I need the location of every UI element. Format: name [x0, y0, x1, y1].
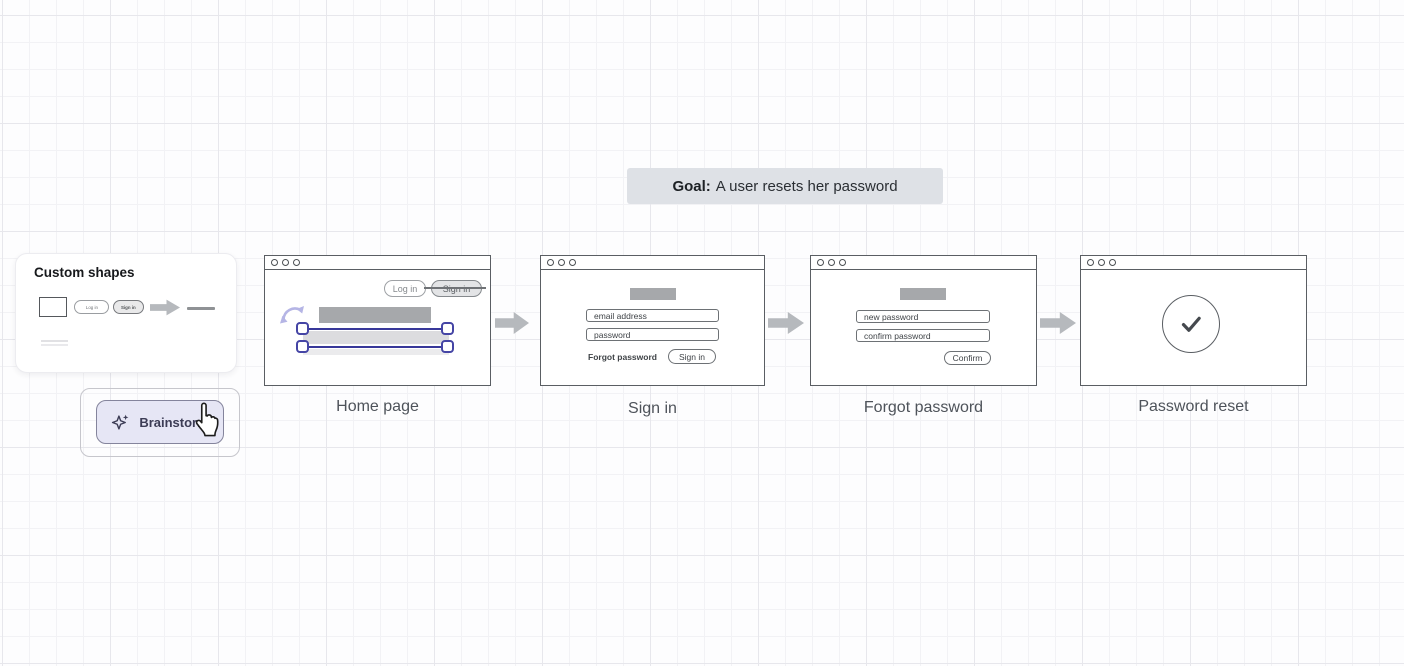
window-titlebar: [811, 256, 1036, 270]
wireframe-heading-placeholder[interactable]: [319, 307, 431, 323]
shape-text-bar[interactable]: [41, 340, 68, 342]
wireframe-confirm-submit[interactable]: Confirm: [944, 351, 991, 365]
selected-line-shape[interactable]: [303, 346, 449, 349]
wireframe-confirm-password-input[interactable]: confirm password: [856, 329, 990, 342]
flow-arrow-icon[interactable]: [768, 311, 804, 335]
flow-arrow-icon[interactable]: [1040, 311, 1076, 335]
wireframe-signin-submit[interactable]: Sign in: [668, 349, 716, 364]
window-control-icon: [282, 259, 289, 266]
wireframe-password-input[interactable]: password: [586, 328, 719, 341]
goal-banner[interactable]: Goal: A user resets her password: [627, 168, 943, 204]
selection-fill: [303, 349, 449, 355]
window-titlebar: [541, 256, 764, 270]
window-control-icon: [293, 259, 300, 266]
window-titlebar: [265, 256, 490, 270]
shape-text-bar[interactable]: [41, 344, 68, 346]
selection-handle[interactable]: [296, 322, 309, 335]
strikethrough-line[interactable]: [424, 287, 486, 289]
selected-line-shape[interactable]: [303, 328, 449, 331]
selection-handle[interactable]: [441, 322, 454, 335]
brainstorm-frame: [80, 388, 240, 457]
window-control-icon: [839, 259, 846, 266]
checkmark-icon: [1181, 316, 1201, 332]
wireframe-forgot-link[interactable]: Forgot password: [588, 352, 657, 362]
window-control-icon: [817, 259, 824, 266]
wireframe-heading-placeholder[interactable]: [630, 288, 676, 300]
screen-label-reset[interactable]: Password reset: [1138, 398, 1249, 415]
shape-line[interactable]: [187, 307, 215, 310]
wireframe-heading-placeholder[interactable]: [900, 288, 946, 300]
shape-filled-button[interactable]: Sign in: [113, 300, 144, 314]
shape-arrow[interactable]: [150, 299, 180, 316]
window-control-icon: [558, 259, 565, 266]
window-control-icon: [271, 259, 278, 266]
wireframe-email-input[interactable]: email address: [586, 309, 719, 322]
screen-label-forgot[interactable]: Forgot password: [863, 399, 984, 416]
wireframe-window-reset[interactable]: [1080, 255, 1307, 386]
shape-outline-button[interactable]: Log in: [74, 300, 109, 314]
success-circle[interactable]: [1162, 295, 1220, 353]
custom-shapes-title: Custom shapes: [34, 265, 135, 280]
window-control-icon: [547, 259, 554, 266]
selection-fill: [303, 331, 449, 344]
rotate-cursor-icon: [280, 306, 304, 324]
sparkle-icon: [112, 414, 129, 430]
goal-label: Goal:: [672, 177, 711, 195]
wireframe-window-signin[interactable]: email address password Forgot password S…: [540, 255, 765, 386]
selection-handle[interactable]: [441, 340, 454, 353]
window-control-icon: [1098, 259, 1105, 266]
selection-handle[interactable]: [296, 340, 309, 353]
window-control-icon: [569, 259, 576, 266]
window-titlebar: [1081, 256, 1306, 270]
window-control-icon: [828, 259, 835, 266]
wireframe-window-forgot[interactable]: new password confirm password Confirm: [810, 255, 1037, 386]
window-control-icon: [1087, 259, 1094, 266]
wireframe-login-button[interactable]: Log in: [384, 280, 426, 297]
screen-label-home[interactable]: Home page: [336, 398, 419, 415]
goal-text: A user resets her password: [715, 177, 898, 195]
flow-arrow-icon[interactable]: [495, 311, 529, 335]
brainstorm-label: Brainstorm: [139, 414, 209, 430]
wireframe-new-password-input[interactable]: new password: [856, 310, 990, 323]
wireframe-window-home[interactable]: Log in Sign in: [264, 255, 491, 386]
window-control-icon: [1109, 259, 1116, 266]
custom-shapes-panel: Custom shapes Log in Sign in: [15, 253, 237, 373]
screen-label-signin[interactable]: Sign in: [628, 400, 677, 417]
brainstorm-button[interactable]: Brainstorm: [96, 400, 224, 444]
shape-browser-window[interactable]: [39, 297, 67, 317]
